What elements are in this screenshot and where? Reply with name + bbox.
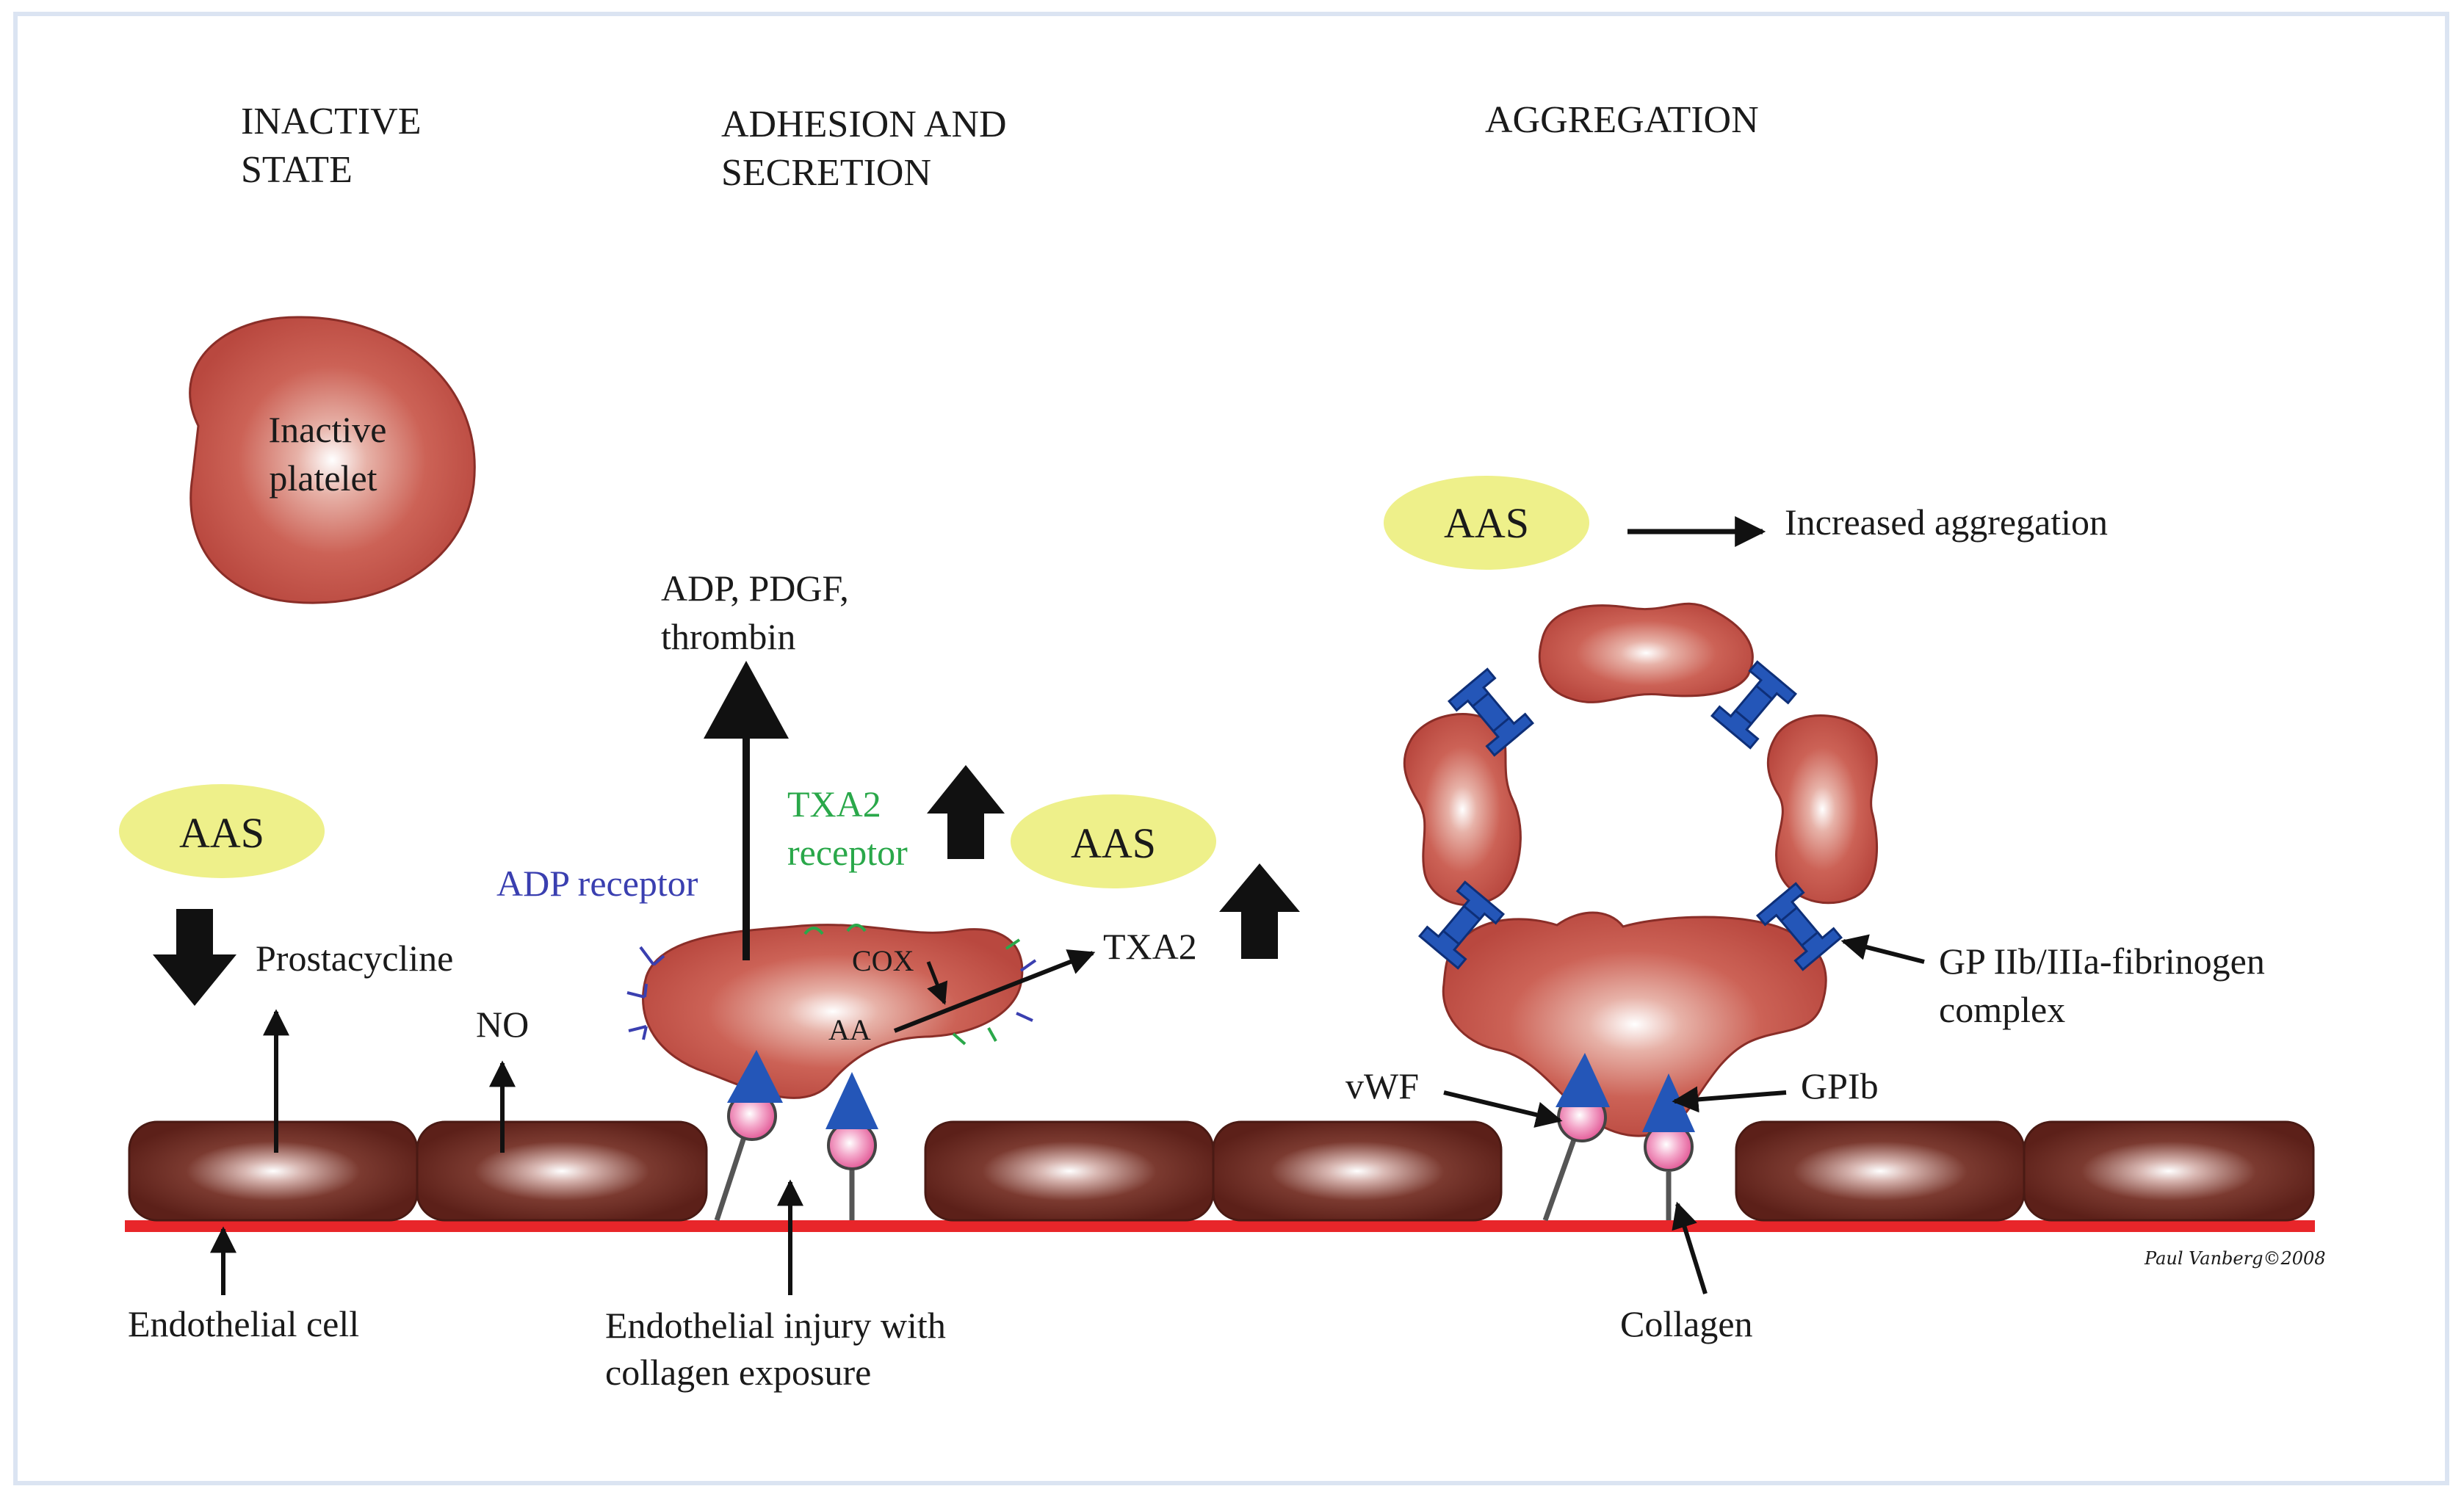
endothelial-cell bbox=[128, 1120, 419, 1222]
aas-label: AAS bbox=[1071, 819, 1156, 867]
adp-receptor-spikes bbox=[626, 946, 1037, 1040]
aggregating-platelets bbox=[1403, 602, 1879, 1137]
increased-aggregation-label: Increased aggregation bbox=[1785, 501, 2108, 543]
txa2-arrow bbox=[893, 949, 1096, 1033]
vwf-aggregation-2 bbox=[1642, 1073, 1695, 1220]
txa2-receptor-line2: receptor bbox=[787, 832, 908, 873]
adp-pdgf-line1: ADP, PDGF, bbox=[661, 568, 849, 609]
signature: Paul Vanberg©2008 bbox=[2144, 1248, 2326, 1269]
vwf-arrow bbox=[1443, 1090, 1563, 1128]
endothelial-cell-label: Endothelial cell bbox=[128, 1303, 359, 1344]
gp-complex-icon bbox=[1447, 667, 1535, 757]
gpib-arrow bbox=[1672, 1086, 1787, 1113]
figure-frame bbox=[13, 12, 2449, 1485]
aas-aggregation: AAS bbox=[1384, 476, 1589, 570]
aas-adhesion: AAS bbox=[1011, 794, 1216, 888]
injury-line1: Endothelial injury with bbox=[605, 1305, 946, 1346]
inactive-platelet-line2: platelet bbox=[269, 457, 377, 499]
txa2-receptor-line1: TXA2 bbox=[787, 783, 881, 825]
endothelial-cell bbox=[924, 1120, 1215, 1222]
gp-complex-icon bbox=[1417, 880, 1506, 970]
endothelial-cells bbox=[128, 1120, 2315, 1222]
endothelial-cell bbox=[1735, 1120, 2026, 1222]
gpib-label: GPIb bbox=[1801, 1065, 1879, 1106]
gp-complex-icon bbox=[1755, 882, 1843, 971]
prostacycline-label: Prostacycline bbox=[256, 938, 453, 979]
adp-receptor-label: ADP receptor bbox=[496, 863, 698, 904]
heading-inactive-state: INACTIVE STATE bbox=[241, 101, 422, 191]
secretion-arrow-head-icon bbox=[704, 661, 789, 739]
heading-adhesion-line1: ADHESION AND bbox=[721, 104, 1007, 145]
aas-label: AAS bbox=[179, 809, 264, 857]
heading-adhesion-line2: SECRETION bbox=[721, 152, 931, 194]
collagen-label: Collagen bbox=[1620, 1303, 1753, 1344]
down-arrow-icon bbox=[153, 909, 236, 1006]
vwf-adhesion-1 bbox=[714, 1050, 783, 1222]
vwf-aggregation-1 bbox=[1542, 1053, 1610, 1222]
txa2-label: TXA2 bbox=[1103, 926, 1197, 967]
heading-inactive-line1: INACTIVE bbox=[241, 101, 422, 142]
adp-pdgf-line2: thrombin bbox=[661, 616, 795, 657]
heading-adhesion-secretion: ADHESION AND SECRETION bbox=[721, 104, 1007, 194]
gp-complex-arrow bbox=[1840, 934, 1925, 964]
inactive-platelet-line1: Inactive bbox=[268, 409, 386, 450]
aas-label: AAS bbox=[1444, 499, 1529, 547]
aas-inactive: AAS bbox=[119, 784, 325, 878]
vwf-label: vWF bbox=[1345, 1065, 1419, 1106]
gp-complex-icon bbox=[1710, 660, 1798, 750]
injury-line2: collagen exposure bbox=[605, 1352, 871, 1393]
basement-membrane-line bbox=[125, 1220, 2315, 1232]
heading-inactive-line2: STATE bbox=[241, 149, 353, 191]
no-label: NO bbox=[476, 1004, 529, 1045]
endothelial-cell bbox=[1212, 1120, 1503, 1222]
cox-arrow bbox=[926, 961, 948, 1005]
adhering-platelet bbox=[642, 924, 1024, 1099]
vwf-adhesion-2 bbox=[825, 1072, 878, 1220]
endothelial-cell bbox=[2023, 1120, 2315, 1222]
up-arrow-icon bbox=[1219, 863, 1300, 959]
txa2-receptor-spikes bbox=[803, 924, 1021, 1046]
endothelial-cell bbox=[416, 1120, 708, 1222]
aa-label: AA bbox=[828, 1013, 871, 1046]
gp-complex-line1: GP IIb/IIIa-fibrinogen bbox=[1939, 941, 2265, 982]
inactive-platelet: Inactive platelet bbox=[189, 316, 476, 604]
heading-aggregation: AGGREGATION bbox=[1485, 99, 1759, 141]
gp-complexes bbox=[1417, 660, 1843, 971]
up-arrow-icon bbox=[927, 765, 1005, 859]
gp-complex-line2: complex bbox=[1939, 989, 2065, 1030]
collagen-arrow bbox=[1672, 1201, 1708, 1294]
cox-label: COX bbox=[852, 944, 914, 977]
